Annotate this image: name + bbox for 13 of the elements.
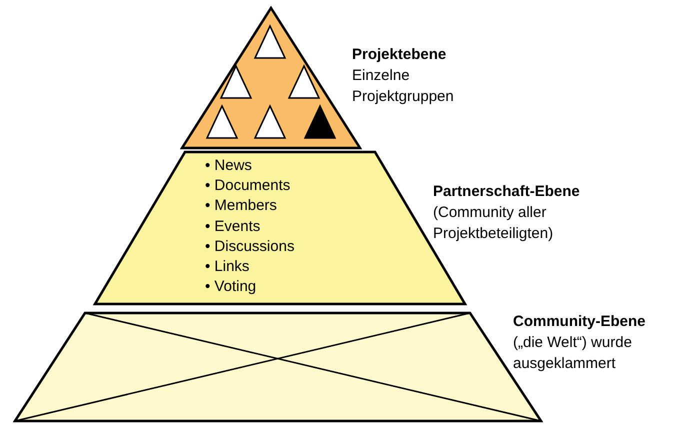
bullet-item: • Links	[205, 257, 250, 278]
tier-description: Einzelne Projektgruppen	[352, 66, 455, 107]
tier-heading: Projektebene	[352, 45, 448, 65]
tier-description: (Community aller Projektbeteiligten)	[433, 203, 554, 244]
bullet-item: • Documents	[205, 176, 292, 196]
tier-description: („die Welt“) wurde ausgeklammert	[513, 333, 633, 374]
bullet-item: • Members	[205, 196, 278, 216]
bullet-item: • Events	[205, 216, 262, 237]
bullet-item: • News	[205, 156, 253, 176]
tier-heading: Community-Ebene	[513, 312, 647, 332]
tier-heading: Partnerschaft-Ebene	[433, 182, 581, 202]
bullet-item: • Voting	[205, 277, 258, 298]
bullet-item: • Discussions	[205, 236, 294, 257]
